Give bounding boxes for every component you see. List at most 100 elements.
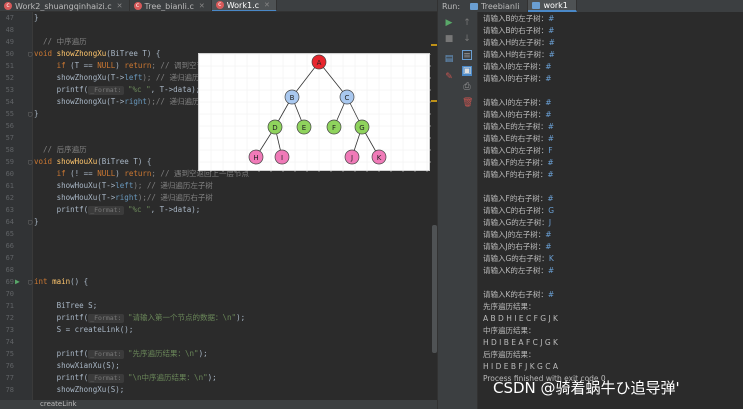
tab-work1[interactable]: c Work1.c ✕ (211, 0, 277, 11)
code-line: showHouXu(T->right);// 递归遍历右子树 (56, 193, 213, 202)
tree-node-label: E (302, 124, 306, 132)
code-line: // 中序遍历 (43, 37, 87, 46)
console-user-input: # (545, 74, 552, 83)
run-config-icon (470, 2, 479, 10)
console-user-input: # (548, 38, 555, 47)
run-main-icon[interactable]: ▶ (15, 277, 20, 286)
close-icon[interactable]: ✕ (198, 2, 205, 10)
up-arrow-icon[interactable]: ↑ (463, 18, 471, 28)
console-user-input: K (548, 254, 554, 263)
console-line: 请输入C的右子树：G (483, 206, 555, 215)
code-line: } (34, 13, 39, 22)
console-user-input: # (545, 230, 552, 239)
code-line: printf(_Format: "请输入第一个节点的数据：\n"); (56, 313, 246, 323)
console-user-input: G (548, 206, 555, 215)
tree-node-label: F (332, 124, 336, 132)
console-user-input: # (547, 158, 554, 167)
fold-icon[interactable]: ▢ (28, 50, 33, 58)
tree-node-label: C (345, 94, 350, 102)
console-line: 请输入I的右子树：# (483, 74, 552, 83)
console-line: A B D H I E C F G J K (483, 314, 558, 323)
run-config-icon (532, 1, 541, 9)
editor-scrollbar[interactable] (432, 225, 437, 353)
line-number: 78 (5, 386, 14, 394)
line-number: 77 (5, 374, 14, 382)
fold-icon[interactable]: ▢ (28, 158, 33, 166)
line-number: 50 (5, 50, 14, 58)
code-line: // 后序遍历 (43, 145, 87, 154)
fold-icon[interactable]: ▢ (28, 218, 33, 226)
console-line: 请输入C的左子树：F (483, 146, 553, 155)
console-user-input: # (547, 122, 555, 131)
code-line: printf(_Format: "%c ", T->data); (56, 205, 201, 215)
line-number: 67 (5, 254, 14, 262)
tree-node-label: B (290, 94, 295, 102)
down-arrow-icon[interactable]: ↓ (463, 34, 471, 44)
layout-icon[interactable]: ▤ (444, 54, 454, 64)
console-user-input: # (545, 62, 552, 71)
code-line: printf(_Format: "先序遍历结果：\n"); (56, 349, 208, 359)
tree-node-G (354, 119, 370, 135)
fold-icon[interactable]: ▢ (28, 278, 33, 286)
run-label: Run: (442, 1, 461, 11)
tab-label: Work1.c (226, 0, 260, 10)
soft-wrap-icon[interactable]: ≡ (462, 50, 472, 61)
breadcrumb-function[interactable]: createLink (40, 400, 77, 408)
line-number: 58 (5, 146, 14, 154)
run-panel: Run: Treebianli work1 ▶ ↑ ■ ↓ ▤ ≡ ✎ ▣ ⎙ … (437, 0, 743, 409)
breadcrumb[interactable]: createLink (0, 400, 437, 409)
run-tab-work1[interactable]: work1 (528, 0, 577, 12)
tab-work2[interactable]: c Work2_shuangqinhaizi.c ✕ (0, 0, 130, 11)
scroll-to-end-icon[interactable]: ▣ (462, 66, 472, 76)
close-icon[interactable]: ✕ (264, 1, 270, 9)
watermark: CSDN @骑着蜗牛ひ追导弹' (493, 379, 680, 397)
close-icon[interactable]: ✕ (116, 2, 123, 10)
code-line: if (T == NULL) return; // 调到空节点 (56, 61, 212, 70)
console-user-input: # (548, 26, 555, 35)
tab-label: Tree_bianli.c (144, 1, 194, 11)
line-number: 55 (5, 110, 14, 118)
console-line: 请输入B的左子树：# (483, 14, 555, 23)
console-line: H I D E B F J K G C A (483, 362, 558, 371)
c-file-icon: c (133, 2, 142, 10)
console-line: 请输入B的右子树：# (483, 26, 555, 35)
line-number: 57 (5, 134, 14, 142)
console-user-input: # (547, 170, 554, 179)
tree-edge (291, 61, 320, 98)
console-line: 请输入E的右子树：# (483, 134, 555, 143)
warning-marker[interactable] (431, 100, 437, 102)
line-number: 47 (5, 14, 14, 22)
console-line: 请输入E的左子树：# (483, 122, 555, 131)
code-line: printf(_Format: "\n中序遍历结果：\n"); (56, 373, 217, 383)
line-number: 66 (5, 242, 14, 250)
rerun-icon[interactable]: ▶ (445, 18, 453, 28)
run-tab-treebianli[interactable]: Treebianli (466, 0, 529, 12)
tree-node-I (274, 149, 290, 165)
console-line: 请输入H的左子树：# (483, 38, 555, 47)
code-line: void showZhongXu(BiTree T) { (34, 49, 161, 58)
tree-node-A (311, 54, 327, 70)
stop-icon[interactable]: ■ (444, 34, 454, 44)
run-console[interactable]: 请输入B的左子树：#请输入B的右子树：#请输入H的左子树：#请输入H的右子树：#… (483, 12, 743, 409)
tree-node-label: I (281, 154, 283, 162)
tree-node-label: A (317, 59, 322, 67)
code-line: showZhongXu(T->right);// 递归遍历 (56, 97, 200, 106)
pin-icon[interactable]: ✎ (445, 72, 453, 82)
console-line: 请输入K的右子树：# (483, 290, 555, 299)
run-tab-bar: Run: Treebianli work1 (438, 0, 743, 12)
line-number: 49 (5, 38, 14, 46)
fold-icon[interactable]: ▢ (28, 110, 33, 118)
tab-tree-bianli[interactable]: c Tree_bianli.c ✕ (130, 0, 212, 11)
console-line: 后序遍历结果： (483, 350, 536, 359)
trash-icon[interactable]: 🗑 (462, 98, 474, 108)
console-user-input: # (547, 266, 555, 275)
warning-marker[interactable] (431, 44, 437, 46)
print-icon[interactable]: ⎙ (463, 82, 471, 92)
tree-node-E (296, 119, 312, 135)
tree-node-F (326, 119, 342, 135)
tree-node-label: G (359, 124, 364, 132)
code-editor[interactable]: } // 中序遍历 void showZhongXu(BiTree T) { i… (34, 12, 430, 400)
console-line: 请输入F的左子树：# (483, 158, 554, 167)
